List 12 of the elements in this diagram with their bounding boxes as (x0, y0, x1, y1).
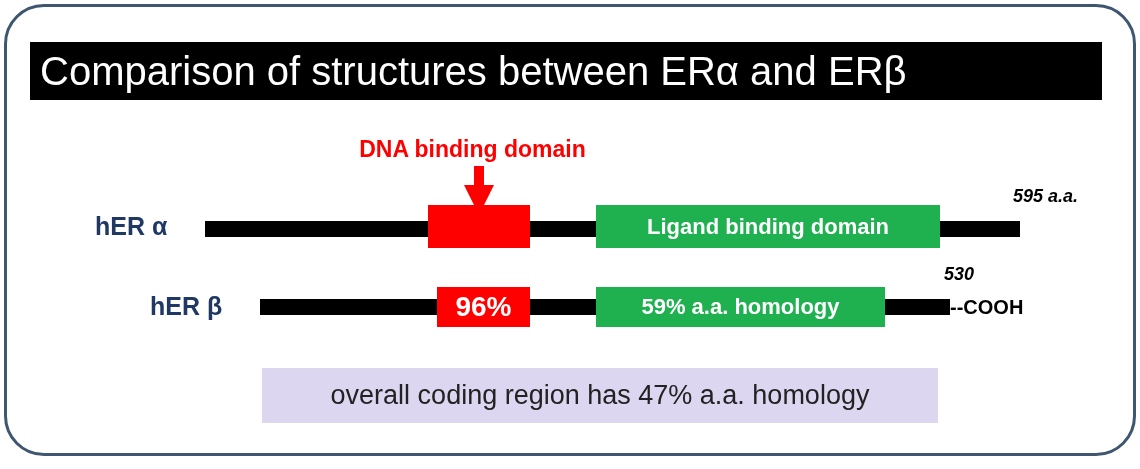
dna-binding-domain-block (428, 205, 530, 248)
title-banner: Comparison of structures between ERα and ERβ (30, 42, 1102, 100)
row-label: hER α (95, 212, 168, 241)
row-label: hER β (150, 292, 223, 321)
length-label: 530 (944, 264, 975, 285)
domain-label: DNA binding domain (330, 136, 615, 164)
summary-note: overall coding region has 47% a.a. homology (262, 368, 938, 423)
ligand-binding-domain-block: 59% a.a. homology (596, 287, 885, 327)
dna-binding-domain-block: 96% (437, 287, 530, 327)
ligand-binding-domain-block: Ligand binding domain (596, 205, 940, 248)
length-label: 595 a.a. (1013, 186, 1079, 207)
terminus-label: --COOH (950, 296, 1024, 319)
